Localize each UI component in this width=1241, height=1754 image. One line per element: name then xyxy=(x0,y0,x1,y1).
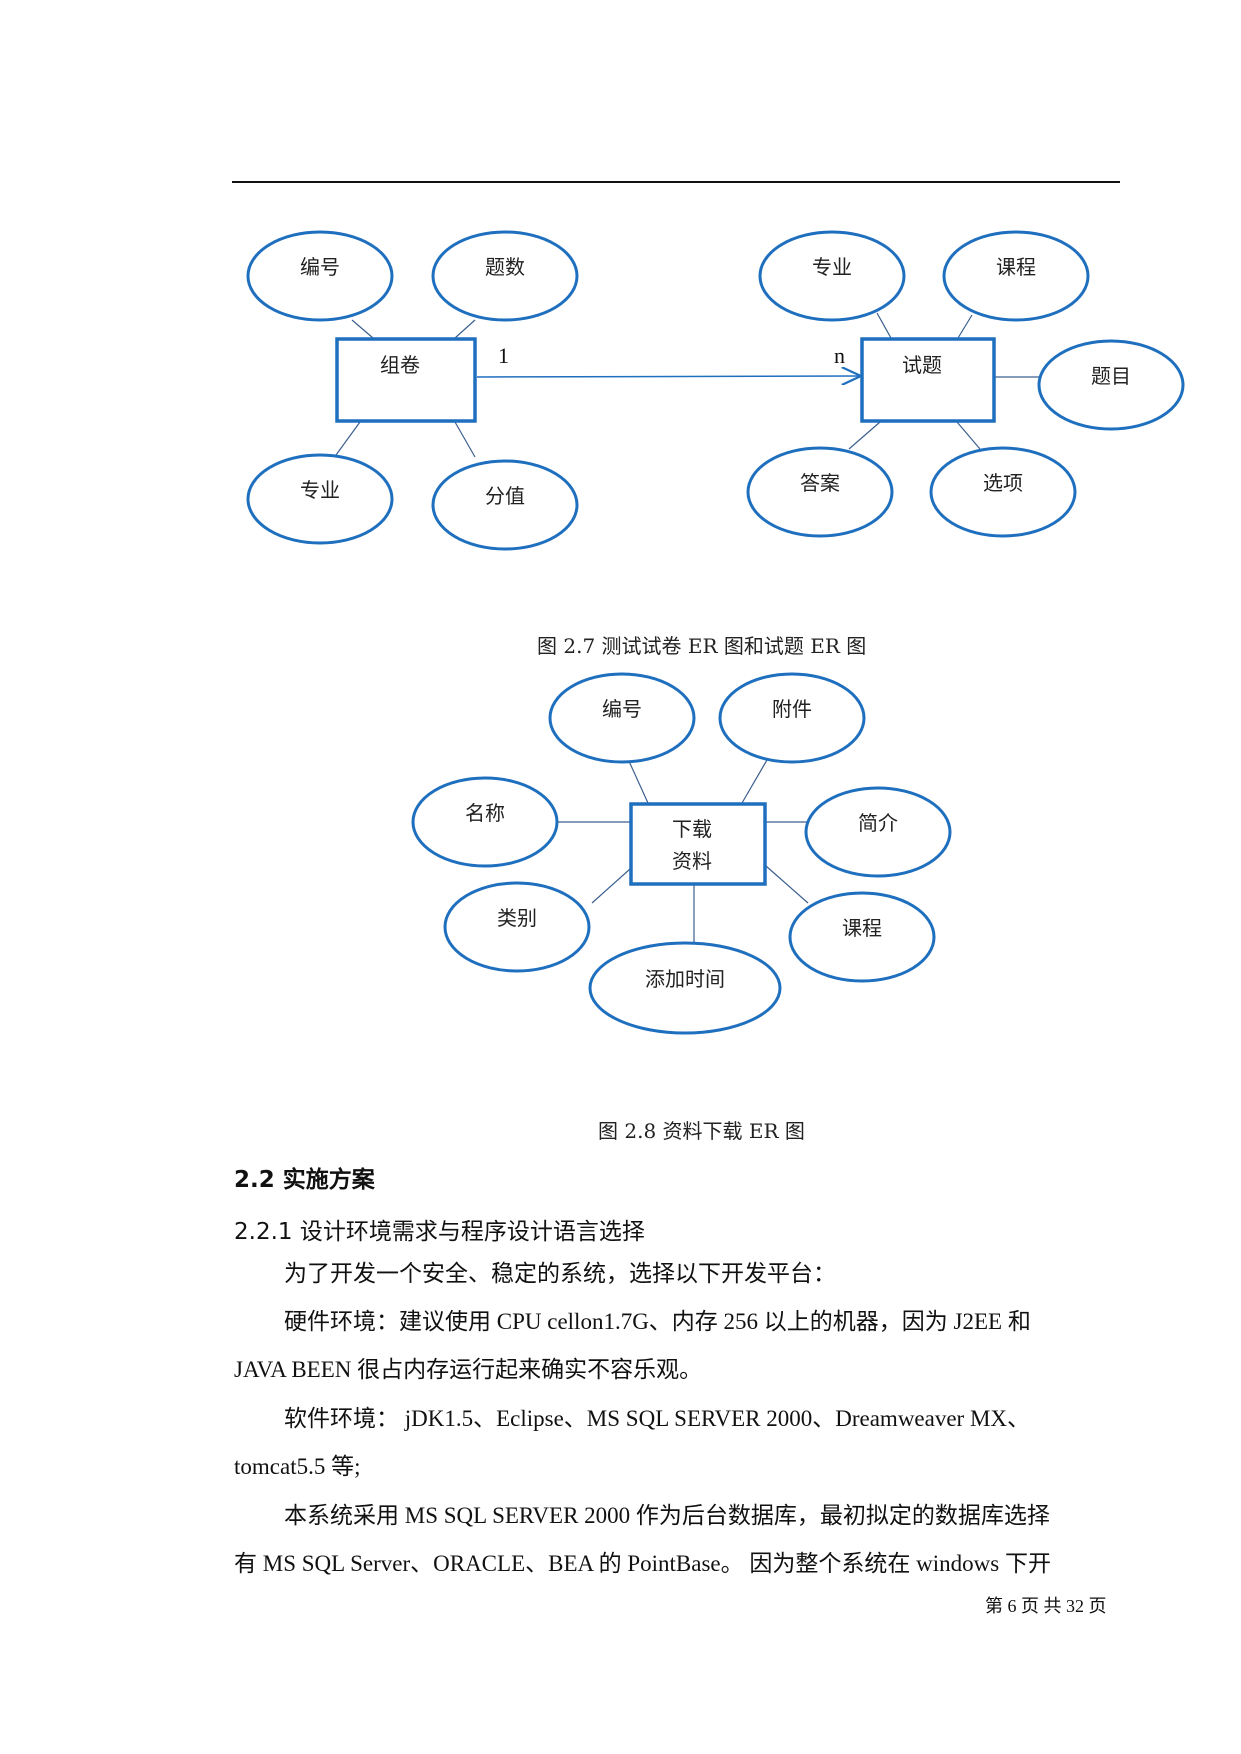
attr-kecheng xyxy=(942,230,1090,322)
attr-tishu xyxy=(431,230,579,322)
attr-label: 题数 xyxy=(485,255,525,279)
page-footer: 第 6 页 共 32 页 xyxy=(985,1596,1107,1616)
attr-zhuanye-left xyxy=(246,453,394,545)
attr-label: 附件 xyxy=(772,697,812,721)
paragraph-line: 本系统采用 MS SQL SERVER 2000 作为后台数据库，最初拟定的数据… xyxy=(284,1503,1050,1528)
entity-zujuan xyxy=(335,337,477,423)
attr-label: 编号 xyxy=(300,255,340,279)
attr-xuanxiang xyxy=(929,446,1077,538)
attr-leibie xyxy=(443,881,591,973)
attr-label: 选项 xyxy=(983,471,1023,495)
paragraph-line: JAVA BEEN 很占内存运行起来确实不容乐观。 xyxy=(234,1357,703,1382)
paragraph-line: 有 MS SQL Server、ORACLE、BEA 的 PointBase。 … xyxy=(234,1551,1051,1576)
entity-zujuan-label: 组卷 xyxy=(380,353,420,377)
subsection-heading: 2.2.1 设计环境需求与程序设计语言选择 xyxy=(234,1219,645,1245)
attr-label: 专业 xyxy=(300,478,340,502)
entity-download xyxy=(629,802,767,886)
attr-timu xyxy=(1037,339,1185,431)
attr-zhuanye-right xyxy=(758,230,906,322)
attr-fujian xyxy=(718,672,866,764)
paragraph-line: 为了开发一个安全、稳定的系统，选择以下开发平台： xyxy=(284,1261,836,1286)
er-diagrams: 组卷 试题 1 n 编号 题数 专业 分值 专业 课程 题目 答案 选项 下载 … xyxy=(246,230,1185,1035)
paragraph-line: 硬件环境：建议使用 CPU cellon1.7G、内存 256 以上的机器，因为… xyxy=(284,1309,1031,1334)
attr-label: 类别 xyxy=(497,906,537,930)
entity-download-line2: 资料 xyxy=(672,849,712,873)
attr-label: 课程 xyxy=(842,916,882,940)
figure-2-caption: 图 2.8 资料下载 ER 图 xyxy=(598,1119,805,1143)
attr-mingcheng xyxy=(411,776,559,868)
attr-label: 简介 xyxy=(858,811,898,835)
entity-shiti-label: 试题 xyxy=(902,353,942,377)
paragraph-line: tomcat5.5 等; xyxy=(234,1454,361,1479)
attr-kecheng-2 xyxy=(788,891,936,983)
figure-1-caption: 图 2.7 测试试卷 ER 图和试题 ER 图 xyxy=(537,634,867,658)
attr-label: 专业 xyxy=(812,255,852,279)
section-heading: 2.2 实施方案 xyxy=(234,1167,375,1193)
attr-label: 题目 xyxy=(1091,364,1131,388)
cardinality-one: 1 xyxy=(498,343,509,368)
attr-label: 名称 xyxy=(465,801,505,825)
entity-shiti xyxy=(860,337,996,423)
paragraph-line: 软件环境： jDK1.5、Eclipse、MS SQL SERVER 2000、… xyxy=(284,1406,1031,1431)
attr-bianhao xyxy=(246,230,394,322)
cardinality-n: n xyxy=(834,343,845,368)
attr-label: 课程 xyxy=(996,255,1036,279)
attr-daan xyxy=(746,446,894,538)
attr-label: 答案 xyxy=(800,471,840,495)
attr-label: 编号 xyxy=(602,697,642,721)
attr-label: 分值 xyxy=(485,484,525,508)
header-rule xyxy=(232,181,1120,183)
entity-download-line1: 下载 xyxy=(672,817,712,841)
attr-label: 添加时间 xyxy=(645,967,725,991)
attr-fenzhi xyxy=(431,459,579,551)
attr-tianjiashijian xyxy=(588,941,782,1035)
attr-bianhao-2 xyxy=(548,672,696,764)
attr-jianjie xyxy=(804,786,952,878)
